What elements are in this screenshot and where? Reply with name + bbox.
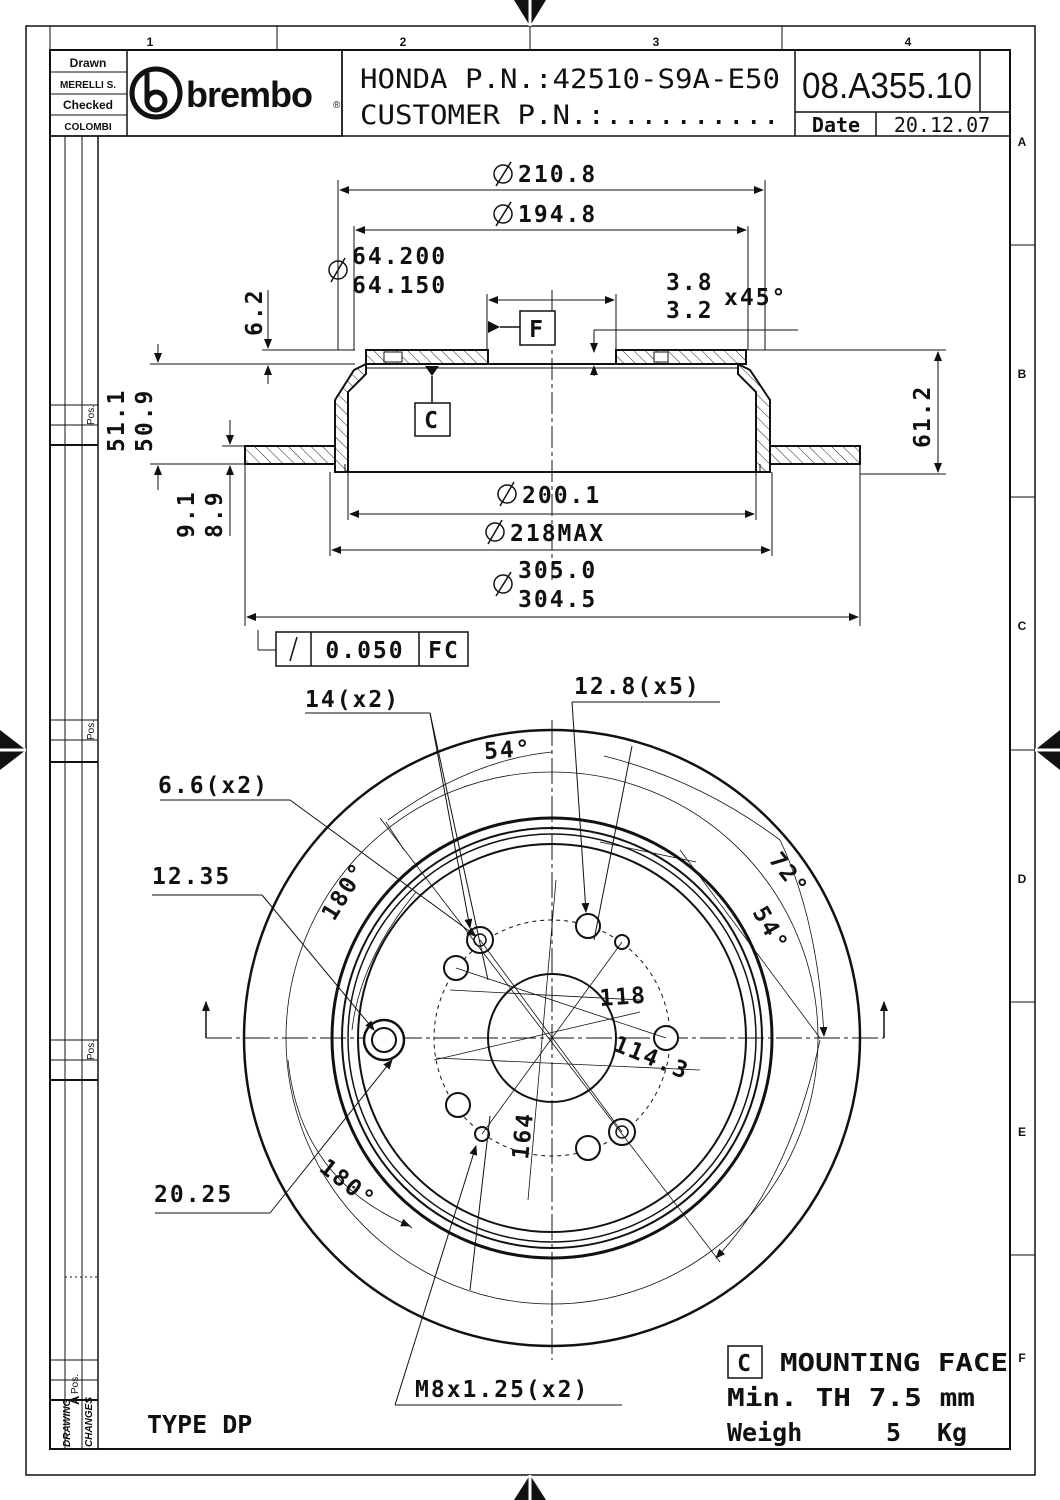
label-hole-12-8: 12.8(x5) xyxy=(574,674,701,700)
runout-tolerance-frame: 0.050 FC xyxy=(275,631,469,667)
label-thread: M8x1.25(x2) xyxy=(415,1377,589,1403)
dim-dia-305-0: 305.0 xyxy=(518,558,597,584)
pos-label-4: Pos. xyxy=(70,1374,81,1394)
wheel-stud-hole-4 xyxy=(445,1092,471,1118)
note-weight-value: 5 xyxy=(886,1418,901,1447)
label-angle-54-top: 54° xyxy=(483,736,532,765)
label-angle-72: 72° xyxy=(763,848,813,901)
grid-row-e: E xyxy=(1018,1125,1026,1139)
dim-height-max: 51.1 xyxy=(104,389,130,452)
label-angle-180-upper: 180° xyxy=(317,858,373,926)
dim-thickness-max: 9.1 xyxy=(174,490,200,538)
grid-row-f: F xyxy=(1018,1351,1025,1365)
runout-value: 0.050 xyxy=(325,638,404,664)
note-min-thickness: Min. TH 7.5 mm xyxy=(727,1383,975,1412)
brand-wordmark: brembo xyxy=(186,74,312,115)
oem-part-number: HONDA P.N.:42510-S9A-E50 xyxy=(360,64,780,95)
revision-strip xyxy=(50,136,99,1449)
customer-part-number: CUSTOMER P.N.:.......... xyxy=(360,100,780,131)
pos-label-2: Pos. xyxy=(86,720,97,740)
hat-wall-left xyxy=(334,362,367,473)
date-value: 20.12.07 xyxy=(894,113,990,137)
hat-wall-right xyxy=(737,362,771,473)
brand-registered: ® xyxy=(333,100,341,111)
revision-letter: A xyxy=(67,1395,82,1405)
grid-row-c: C xyxy=(1018,619,1027,633)
title-block: Drawn MERELLI S. Checked COLOMBI brembo … xyxy=(49,49,1010,137)
dim-total-height: 61.2 xyxy=(910,385,936,448)
drawn-label: Drawn xyxy=(70,56,107,70)
grid-col-1: 1 xyxy=(147,35,154,49)
dim-dia-304-5: 304.5 xyxy=(518,587,597,613)
dim-hat-offset: 6.2 xyxy=(242,288,268,336)
note-datum-c: C xyxy=(737,1351,753,1377)
checked-label: Checked xyxy=(63,98,113,112)
datum-f-symbol: F xyxy=(488,310,556,346)
label-hole-14: 14(x2) xyxy=(305,687,400,713)
brembo-logo: brembo ® xyxy=(129,66,341,120)
dim-dia-210-8: 210.8 xyxy=(518,162,597,188)
note-type: TYPE DP xyxy=(147,1410,252,1439)
note-mounting-face: MOUNTING FACE xyxy=(780,1348,1008,1377)
grid-row-d: D xyxy=(1018,872,1027,886)
dim-chamfer-angle: x45° xyxy=(724,285,787,311)
pos-label-1: Pos. xyxy=(86,405,97,425)
drawing-number: 08.A355.10 xyxy=(802,65,972,106)
flange-left xyxy=(244,445,336,465)
dim-dia-200-1: 200.1 xyxy=(522,483,601,509)
section-view: 210.8 194.8 64.200 64.150 3.8 3.2 x45° 6… xyxy=(104,161,946,667)
label-hole-6-6: 6.6(x2) xyxy=(158,773,269,799)
dim-chamfer-min: 3.2 xyxy=(666,298,714,324)
drawn-by: MERELLI S. xyxy=(60,80,116,91)
datum-c-symbol: C xyxy=(414,366,451,437)
dim-chamfer-max: 3.8 xyxy=(666,270,714,296)
wheel-stud-hole-5 xyxy=(575,1135,601,1161)
note-weight-unit: Kg xyxy=(937,1418,967,1447)
pos-label-3: Pos. xyxy=(86,1040,97,1060)
dim-thickness-min: 8.9 xyxy=(202,490,228,538)
dim-dia-218-max: 218MAX xyxy=(510,521,605,547)
grid-col-4: 4 xyxy=(905,35,912,49)
grid-row-a: A xyxy=(1018,135,1027,149)
face-view: 14(x2) 12.8(x5) 6.6(x2) 12.35 20.25 54° … xyxy=(152,674,888,1406)
grid-col-2: 2 xyxy=(400,35,407,49)
dim-height-min: 50.9 xyxy=(132,389,158,452)
drawing-label: DRAWING xyxy=(62,1398,73,1447)
datum-f-label: F xyxy=(529,317,545,343)
dim-dia-194-8: 194.8 xyxy=(518,202,597,228)
grid-col-3: 3 xyxy=(653,35,660,49)
label-pcd-118: 118 xyxy=(599,983,648,1012)
label-radius-12-35: 12.35 xyxy=(152,864,231,890)
runout-icon xyxy=(289,636,298,662)
flange-right xyxy=(769,445,861,465)
label-radius-20-25: 20.25 xyxy=(154,1182,233,1208)
checked-by: COLOMBI xyxy=(64,122,111,133)
label-pcd-164: 164 xyxy=(508,1111,539,1161)
note-weight-label: Weigh xyxy=(727,1418,802,1447)
datum-c-label: C xyxy=(424,408,440,434)
dim-pilot-min: 64.150 xyxy=(352,273,447,299)
notes: C MOUNTING FACE Min. TH 7.5 mm Weigh 5 K… xyxy=(147,1345,1008,1447)
hat-top-right xyxy=(615,349,747,365)
dim-pilot-max: 64.200 xyxy=(352,244,447,270)
runout-datums: FC xyxy=(428,638,460,664)
label-pcd-114-3: 114.3 xyxy=(610,1031,693,1085)
changes-label: CHANGES xyxy=(84,1397,95,1447)
date-label: Date xyxy=(812,113,860,137)
grid-row-b: B xyxy=(1018,367,1027,381)
wheel-stud-hole-1 xyxy=(575,913,601,939)
